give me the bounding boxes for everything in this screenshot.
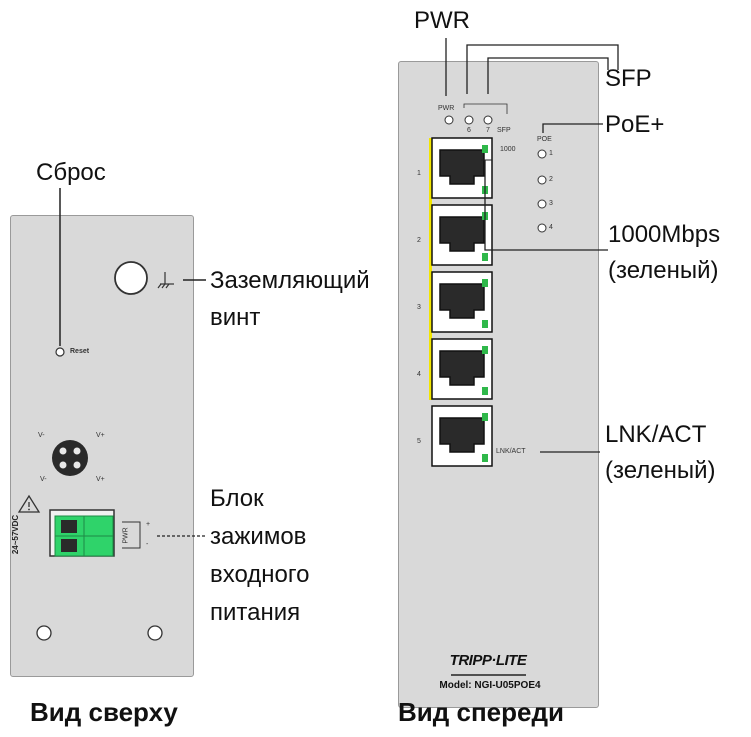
terminal-callout-line4: питания <box>210 599 301 626</box>
poe-leader-line <box>542 123 603 133</box>
front-view-caption: Вид спереди <box>398 697 564 727</box>
poe-strip <box>429 138 432 400</box>
port-number: 5 <box>417 438 421 445</box>
ground-screw-callout-line1: Заземляющий <box>210 267 370 294</box>
led-sfp-7 <box>483 115 493 125</box>
poe-callout: PoE+ <box>605 111 665 138</box>
brand-logo: TRIPP·LITE <box>449 652 527 669</box>
connector-pin-label: V+ <box>96 432 105 439</box>
reset-button <box>55 347 65 357</box>
svg-text:+: + <box>146 521 150 528</box>
ground-icon <box>157 272 174 289</box>
ground-screw <box>114 261 148 295</box>
poe-led-label: 2 <box>549 176 553 183</box>
poe-led-2 <box>537 175 547 185</box>
pwr-callout: PWR <box>414 7 470 34</box>
model-label: Model: NGI-U05POE4 <box>439 680 541 691</box>
poe-led-label: 4 <box>549 224 553 231</box>
led-sfp-6 <box>464 115 474 125</box>
terminal-pwr-label: PWR <box>122 527 130 544</box>
gbps-leader-line <box>484 160 608 251</box>
mount-hole-left <box>36 625 52 641</box>
reset-callout: Сброс <box>36 159 106 186</box>
port-number: 4 <box>417 371 421 378</box>
sfp-leader-line <box>466 44 619 94</box>
voltage-label: 24~57VDC <box>11 514 21 555</box>
connector-pin-label: V+ <box>96 476 105 483</box>
port-number: 3 <box>417 304 421 311</box>
connector-pin-label: V- <box>38 432 45 439</box>
led-sfp-label: SFP <box>497 127 511 134</box>
ground-screw-callout-line2: винт <box>210 304 261 331</box>
mount-hole-right <box>147 625 163 641</box>
poe-header: POE <box>537 136 552 143</box>
terminal-callout-line2: зажимов <box>210 523 307 550</box>
connector-pin-label: V- <box>40 476 47 483</box>
poe-led-label: 1 <box>549 150 553 157</box>
terminal-callout-line1: Блок <box>210 485 264 512</box>
top-view-caption: Вид сверху <box>30 697 178 727</box>
led-pwr <box>444 115 454 125</box>
led-sfp-7-label: 7 <box>486 127 490 134</box>
lnk-callout-line2: (зеленый) <box>605 457 716 484</box>
reset-label: Reset <box>70 348 90 355</box>
sfp-callout: SFP <box>605 65 652 92</box>
port-number: 1 <box>417 170 421 177</box>
round-connector <box>52 440 88 476</box>
warning-icon <box>17 494 41 513</box>
terminal-block <box>49 509 115 557</box>
gbps-callout-line2: (зеленый) <box>608 257 719 284</box>
pwr-bracket <box>122 521 141 549</box>
port-number: 2 <box>417 237 421 244</box>
poe-led-3 <box>537 199 547 209</box>
top-view-panel <box>10 215 194 677</box>
label-1000: 1000 <box>500 146 516 153</box>
lnk-callout-line1: LNK/ACT <box>605 421 707 448</box>
terminal-callout-line3: входного <box>210 561 310 588</box>
led-sfp-6-label: 6 <box>467 127 471 134</box>
svg-text:-: - <box>146 541 149 548</box>
gbps-callout-line1: 1000Mbps <box>608 221 721 248</box>
poe-led-label: 3 <box>549 200 553 207</box>
led-pwr-label: PWR <box>438 105 455 112</box>
poe-led-4 <box>537 223 547 233</box>
lnk-act-label: LNK/ACT <box>496 448 526 455</box>
poe-led-1 <box>537 149 547 159</box>
